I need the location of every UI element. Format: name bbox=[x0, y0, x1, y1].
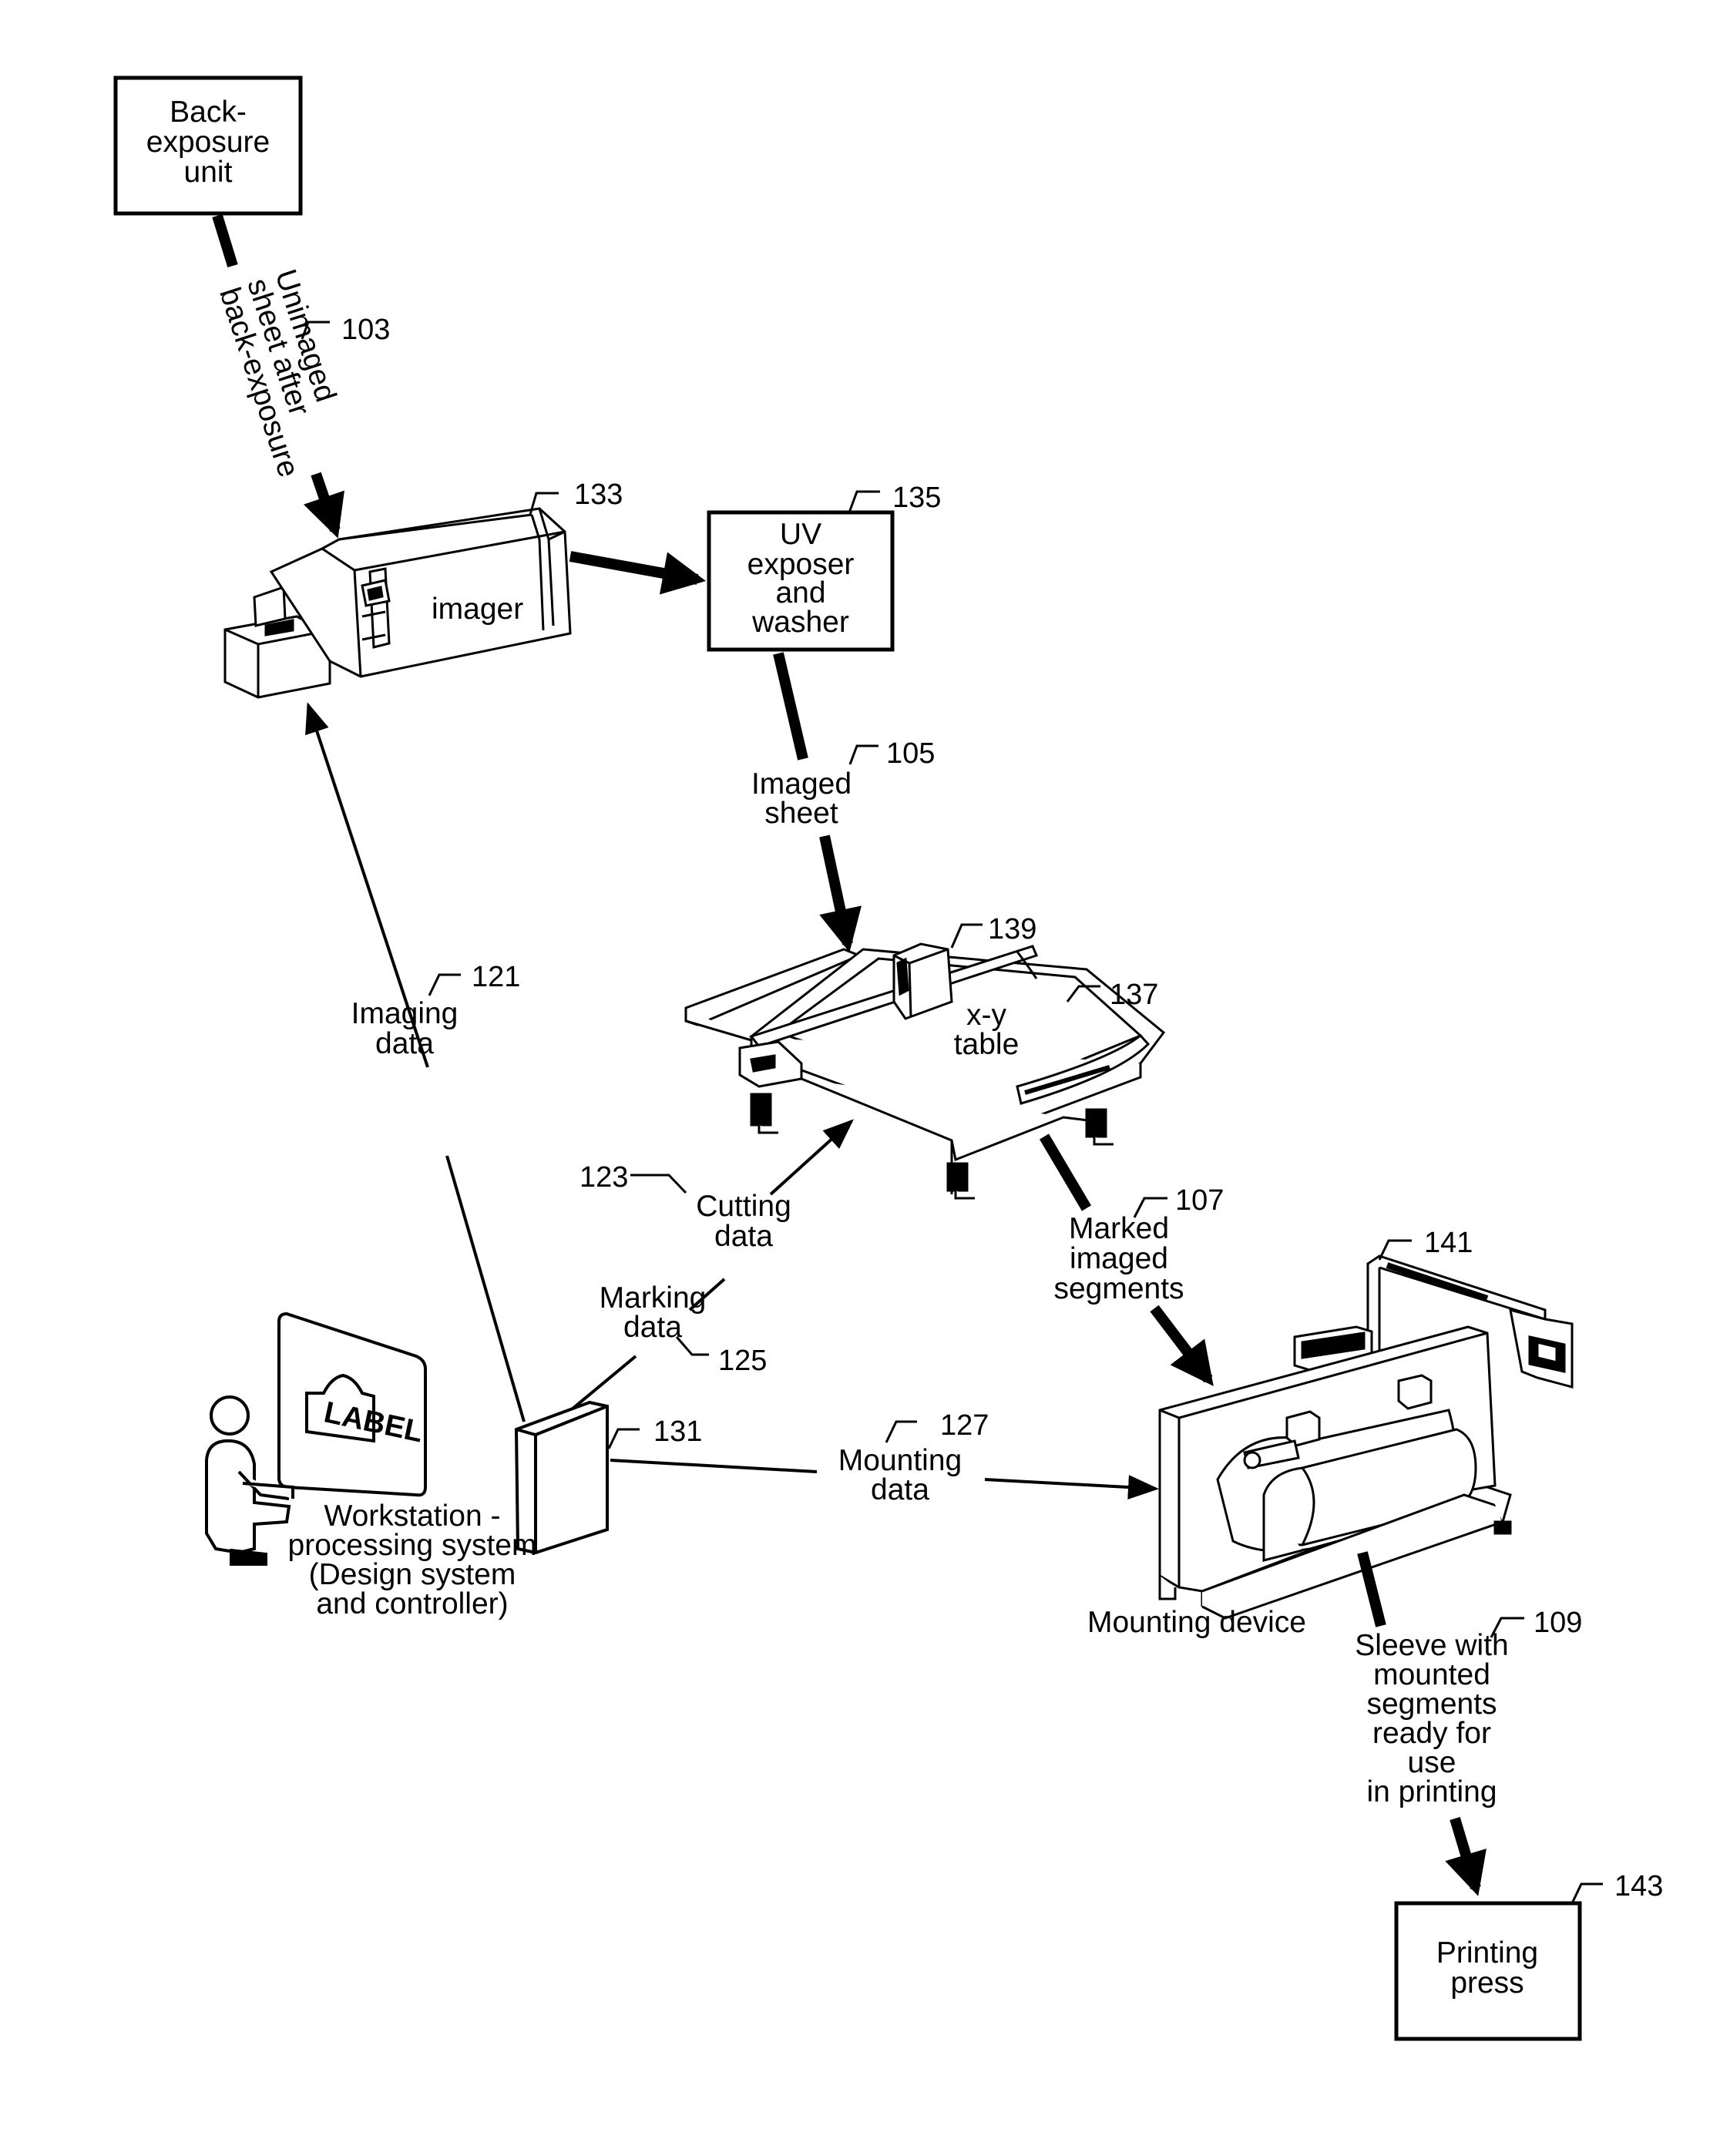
imaged-sheet-line-2: sheet bbox=[764, 797, 838, 830]
ref-137: 137 bbox=[1110, 979, 1158, 1011]
mounting-data-line-2: data bbox=[871, 1473, 929, 1506]
ref-139: 139 bbox=[988, 913, 1036, 945]
workstation-line-2: processing system bbox=[288, 1529, 537, 1562]
marked-segments-line-2: imaged bbox=[1070, 1242, 1168, 1275]
ref-103: 103 bbox=[341, 314, 390, 346]
flow-arrow-105 bbox=[825, 836, 848, 944]
imager-label: imager bbox=[432, 593, 523, 626]
workstation-label: Workstation - processing system (Design … bbox=[288, 1499, 537, 1620]
ref-125: 125 bbox=[718, 1345, 767, 1377]
ref-131: 131 bbox=[653, 1416, 702, 1448]
ref-133-group: 133 bbox=[530, 479, 623, 515]
marked-segments-flow: Marked imaged segments 107 bbox=[1044, 1137, 1224, 1379]
mounting-data-line-left bbox=[610, 1460, 817, 1472]
ref-107: 107 bbox=[1175, 1184, 1224, 1217]
ref-139-group: 139 bbox=[952, 913, 1036, 948]
ref-127: 127 bbox=[940, 1409, 989, 1442]
flow-line-107-top bbox=[1044, 1137, 1087, 1208]
imaged-sheet-line-1: Imaged bbox=[751, 767, 852, 801]
cutting-data-line-2: data bbox=[714, 1220, 773, 1253]
cutting-data-line-1: Cutting bbox=[696, 1190, 791, 1223]
user-head-icon bbox=[211, 1397, 248, 1434]
mounting-data-line-1: Mounting bbox=[838, 1444, 962, 1477]
imager-monitor-icon bbox=[254, 587, 285, 626]
ref-135: 135 bbox=[892, 482, 941, 514]
printing-press-box: Printing press bbox=[1396, 1903, 1580, 2039]
printing-press-line-2: press bbox=[1450, 1966, 1523, 2000]
xy-table bbox=[686, 944, 1164, 1198]
imaging-data-flow: Imaging data 121 bbox=[308, 705, 524, 1422]
imaging-data-line-2: data bbox=[375, 1027, 434, 1060]
sleeve-line-2: mounted bbox=[1373, 1658, 1490, 1691]
sleeve-line-1: Sleeve with bbox=[1355, 1629, 1508, 1662]
sleeve-line-3: segments bbox=[1366, 1688, 1497, 1721]
flow-arrow-109 bbox=[1455, 1818, 1476, 1888]
ref-121: 121 bbox=[472, 961, 520, 993]
ref-141-group: 141 bbox=[1379, 1227, 1473, 1260]
ref-123: 123 bbox=[579, 1161, 628, 1194]
back-exposure-line-2: exposure bbox=[146, 126, 270, 159]
ref-143-group: 143 bbox=[1572, 1870, 1663, 1903]
sleeve-line-5: use bbox=[1408, 1746, 1456, 1779]
uv-line-3: and bbox=[775, 576, 825, 610]
mounting-data-arrow bbox=[985, 1479, 1156, 1489]
ref-109: 109 bbox=[1534, 1607, 1582, 1639]
marked-segments-line-3: segments bbox=[1053, 1272, 1184, 1305]
printing-press-line-1: Printing bbox=[1436, 1936, 1538, 1970]
ref-143: 143 bbox=[1614, 1870, 1663, 1902]
flow-arrow-107 bbox=[1154, 1308, 1208, 1379]
flow-arrow-imager-to-uv bbox=[570, 556, 697, 579]
unimaged-sheet-label: Unimaged sheet after back-exposure bbox=[213, 265, 361, 481]
ref-135-group: 135 bbox=[849, 482, 941, 514]
uv-line-1: UV bbox=[780, 518, 821, 551]
marking-data-line-2: data bbox=[623, 1311, 682, 1344]
back-exposure-line-3: unit bbox=[184, 156, 233, 189]
mounting-device-label: Mounting device bbox=[1087, 1606, 1306, 1639]
back-exposure-box: Back- exposure unit bbox=[116, 78, 301, 213]
xy-table-line-2: table bbox=[954, 1028, 1020, 1061]
cutting-marking-flow: Cutting data Marking data 123 125 bbox=[536, 1121, 852, 1439]
marked-segments-line-1: Marked bbox=[1069, 1212, 1169, 1245]
xy-table-line-1: x-y bbox=[966, 999, 1006, 1032]
sleeve-line-4: ready for bbox=[1372, 1717, 1491, 1750]
flow-line-103-top bbox=[217, 216, 233, 266]
uv-line-4: washer bbox=[751, 606, 849, 639]
imaged-sheet-flow: Imaged sheet 105 bbox=[751, 653, 935, 944]
ref-105: 105 bbox=[886, 737, 935, 770]
workstation-line-4: and controller) bbox=[316, 1587, 508, 1620]
ref-133: 133 bbox=[574, 479, 623, 511]
sleeve-line-6: in printing bbox=[1366, 1775, 1497, 1808]
flow-line-105-top bbox=[778, 653, 803, 759]
ref-131-group: 131 bbox=[609, 1416, 702, 1449]
imaging-data-line-1: Imaging bbox=[351, 997, 459, 1030]
back-exposure-line-1: Back- bbox=[170, 96, 247, 129]
workstation-line-3: (Design system bbox=[309, 1558, 516, 1591]
marking-data-line-1: Marking bbox=[600, 1281, 707, 1315]
imaging-data-line-lower bbox=[447, 1156, 524, 1422]
workstation-line-1: Workstation - bbox=[324, 1499, 500, 1533]
uv-exposer-box: UV exposer and washer bbox=[709, 512, 892, 650]
flow-arrow-103 bbox=[316, 474, 335, 530]
cutting-data-arrow bbox=[771, 1121, 852, 1194]
unimaged-sheet-flow: Unimaged sheet after back-exposure 103 bbox=[213, 216, 390, 530]
ref-141: 141 bbox=[1424, 1227, 1473, 1259]
sleeve-flow: Sleeve with mounted segments ready for u… bbox=[1355, 1553, 1582, 1888]
